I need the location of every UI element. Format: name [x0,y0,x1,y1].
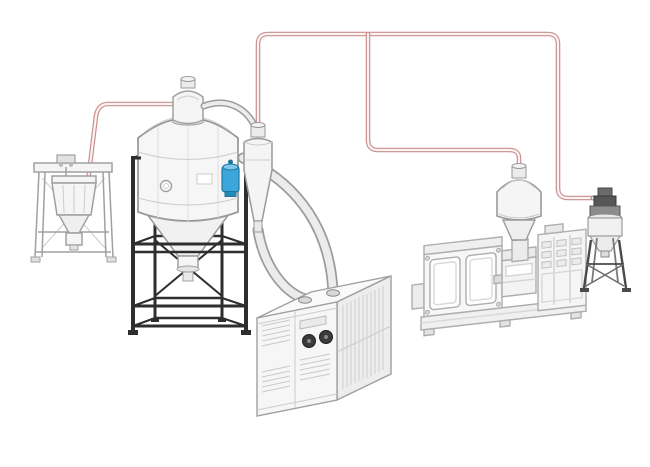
hose-inlet-collar-left [298,296,312,304]
front-louvers-lower-right [299,353,331,381]
conveying-pipe-bagstation-to-loader [81,101,175,217]
receiver-cone [501,219,537,241]
bag-cone [57,214,91,234]
hose-inlet-collar-right [326,289,340,297]
drying-hopper [137,76,240,282]
cabinet-top-box [544,223,564,235]
conveying-pipe-to-receiver [365,31,522,171]
collector-cone [589,235,621,252]
cyclone-body [243,137,273,222]
station-foot-left [30,256,41,263]
vacuum-motor [593,195,617,207]
front-louvers-lower-left [261,365,291,393]
front-louvers-upper [261,319,291,347]
discharge-flange [69,244,79,251]
vacuum-foot-left [580,288,589,292]
vacuum-motor-top [597,187,613,197]
station-foot-right [106,256,117,263]
stand-foot-left [128,330,138,335]
loader-body [172,90,204,125]
big-bag-unloading-station [30,154,117,263]
station-discharge [65,232,83,246]
vacuum-foot-right [622,288,631,292]
sight-glass [159,179,173,193]
vacuum-stand [580,237,631,292]
station-frame [34,171,114,258]
collector-body [587,217,623,237]
machine-foot [423,327,435,337]
outlet-tube [182,271,194,282]
hopper-label [196,173,213,185]
clamp-window-front [429,256,461,311]
injection-panel [505,262,533,278]
collector-outlet [600,250,610,258]
hopper-receiver [496,163,542,241]
slide-valve [221,159,240,197]
valve-knob [228,159,233,165]
cabinet-vents [541,237,582,269]
machine-foot [499,319,511,328]
cyclone-drop-tube [253,220,263,233]
hopper-loader [171,76,205,126]
dryer-display [299,315,327,330]
dryer-stand-front [128,156,251,335]
dryer-front-panel [256,301,338,417]
machine-foot [570,311,582,320]
outlet-flange [176,265,200,273]
cabinet-lower-panel [541,268,583,304]
injection-molding-machine [411,223,587,337]
station-beam [33,162,113,173]
bag-seams [62,184,86,214]
dryer-side-louvers [342,286,384,389]
stand-foot-right [241,330,251,335]
vacuum-station [580,187,631,292]
dehumidifying-dryer [256,274,392,417]
receiver-body [496,179,542,221]
bag-lip [51,175,97,184]
valve-base [224,191,237,197]
nozzle-block [493,274,503,285]
cyclone-separator [243,122,273,233]
machine-end-block [411,282,425,310]
vacuum-pipe-dryer-to-vacuum-station [255,31,595,201]
receiver-mount [511,238,529,263]
